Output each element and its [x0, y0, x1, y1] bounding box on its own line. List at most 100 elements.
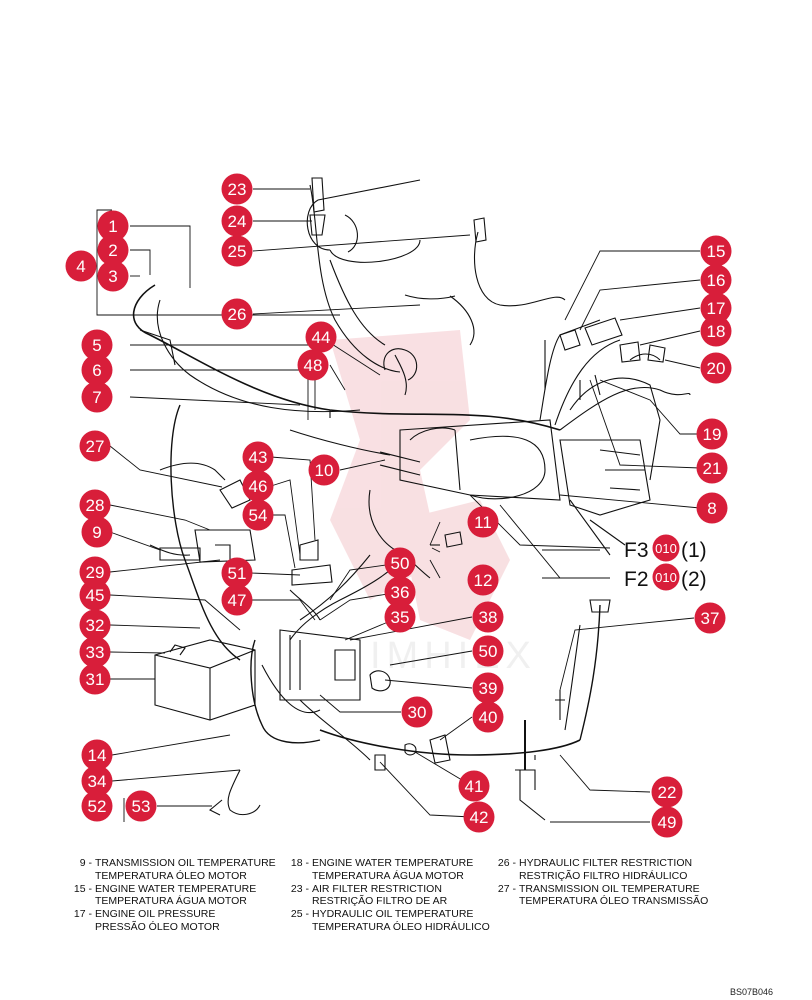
- callout-1: 1: [97, 210, 129, 242]
- callout-20: 20: [700, 352, 732, 384]
- watermark: IMHIEX: [330, 330, 537, 677]
- callout-35: 35: [384, 601, 416, 633]
- callout-33: 33: [79, 636, 111, 668]
- callout-9: 9: [81, 516, 113, 548]
- callout-16: 16: [700, 264, 732, 296]
- callout-18: 18: [700, 315, 732, 347]
- svg-text:29: 29: [86, 563, 105, 582]
- svg-text:7: 7: [92, 388, 101, 407]
- svg-text:35: 35: [391, 608, 410, 627]
- callout-40: 40: [472, 701, 504, 733]
- svg-text:22: 22: [658, 783, 677, 802]
- svg-text:45: 45: [86, 586, 105, 605]
- callout-27: 27: [79, 430, 111, 462]
- figure-label-f3: F3 010 (1): [624, 534, 707, 562]
- svg-text:11: 11: [474, 513, 492, 532]
- svg-text:(1): (1): [681, 539, 707, 562]
- callout-45: 45: [79, 579, 111, 611]
- svg-text:30: 30: [408, 703, 427, 722]
- callout-2: 2: [97, 234, 129, 266]
- callout-19: 19: [696, 418, 728, 450]
- svg-text:010: 010: [655, 541, 677, 556]
- callout-3: 3: [97, 260, 129, 292]
- svg-text:10: 10: [315, 461, 334, 480]
- callout-42: 42: [463, 801, 495, 833]
- callout-50-lower: 50: [472, 635, 504, 667]
- callout-28: 28: [79, 489, 111, 521]
- callout-29: 29: [79, 556, 111, 588]
- callout-49: 49: [651, 806, 683, 838]
- svg-text:39: 39: [479, 679, 498, 698]
- svg-text:40: 40: [479, 708, 498, 727]
- svg-text:33: 33: [86, 643, 105, 662]
- svg-text:26: 26: [228, 305, 247, 324]
- callout-17: 17: [700, 292, 732, 324]
- callout-10: 10: [308, 454, 340, 486]
- svg-text:19: 19: [703, 425, 722, 444]
- callout-8: 8: [696, 492, 728, 524]
- callout-31: 31: [79, 663, 111, 695]
- callout-5: 5: [81, 329, 113, 361]
- svg-text:27: 27: [86, 437, 105, 456]
- callout-48: 48: [297, 349, 329, 381]
- svg-text:15: 15: [707, 242, 726, 261]
- svg-text:41: 41: [465, 777, 484, 796]
- callout-32: 32: [79, 609, 111, 641]
- callout-52: 52: [81, 790, 113, 822]
- callout-39: 39: [472, 672, 504, 704]
- callout-50-upper: 50: [384, 547, 416, 579]
- svg-text:54: 54: [249, 506, 268, 525]
- svg-text:IMHIEX: IMHIEX: [370, 635, 537, 677]
- callout-6: 6: [81, 354, 113, 386]
- callout-43: 43: [242, 441, 274, 473]
- svg-text:1: 1: [108, 217, 117, 236]
- callout-26: 26: [221, 298, 253, 330]
- callout-30: 30: [401, 696, 433, 728]
- svg-text:25: 25: [228, 242, 247, 261]
- callout-36: 36: [384, 576, 416, 608]
- callout-34: 34: [81, 765, 113, 797]
- svg-text:50: 50: [391, 554, 410, 573]
- callout-15: 15: [700, 235, 732, 267]
- svg-text:21: 21: [703, 459, 722, 478]
- svg-text:F3: F3: [624, 539, 649, 562]
- svg-text:36: 36: [391, 583, 410, 602]
- callout-38: 38: [472, 601, 504, 633]
- callout-21: 21: [696, 452, 728, 484]
- svg-text:3: 3: [108, 267, 117, 286]
- svg-text:50: 50: [479, 642, 498, 661]
- svg-text:44: 44: [312, 328, 331, 347]
- svg-text:37: 37: [701, 609, 720, 628]
- callout-37: 37: [694, 602, 726, 634]
- page-code: BS07B046: [730, 987, 774, 997]
- callout-7: 7: [81, 381, 113, 413]
- callout-41: 41: [458, 770, 490, 802]
- callout-14: 14: [81, 739, 113, 771]
- callout-22: 22: [651, 776, 683, 808]
- callout-51: 51: [221, 557, 253, 589]
- svg-text:12: 12: [474, 571, 493, 590]
- svg-text:52: 52: [88, 797, 107, 816]
- callout-25: 25: [221, 235, 253, 267]
- svg-text:6: 6: [92, 361, 101, 380]
- svg-text:20: 20: [707, 359, 726, 378]
- svg-text:18: 18: [707, 322, 726, 341]
- callout-11: 11: [467, 506, 499, 538]
- svg-text:2: 2: [108, 241, 117, 260]
- svg-text:23: 23: [228, 180, 247, 199]
- callout-54: 54: [242, 499, 274, 531]
- callout-46: 46: [242, 470, 274, 502]
- svg-text:43: 43: [249, 448, 268, 467]
- svg-text:4: 4: [76, 257, 85, 276]
- svg-text:17: 17: [707, 299, 726, 318]
- svg-text:5: 5: [92, 336, 101, 355]
